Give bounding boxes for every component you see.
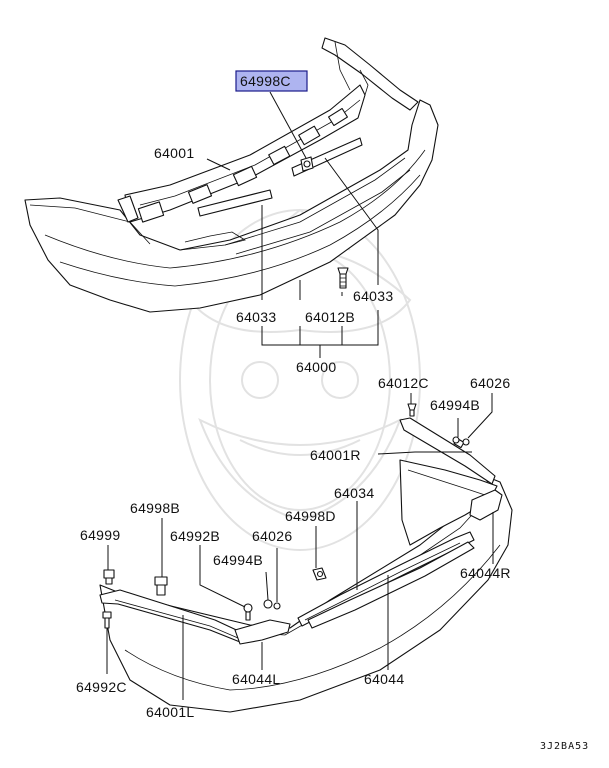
selected-part-highlight	[235, 70, 308, 92]
label-64998B[interactable]: 64998B	[130, 500, 180, 516]
label-64994B-mid[interactable]: 64994B	[213, 552, 263, 568]
label-64001L[interactable]: 64001L	[146, 704, 195, 720]
diagram-code: 3J2BA53	[540, 741, 589, 752]
label-64012B[interactable]: 64012B	[305, 309, 355, 325]
label-64033-right[interactable]: 64033	[353, 288, 393, 304]
label-64012C[interactable]: 64012C	[378, 375, 429, 391]
rear-leader-lines	[106, 393, 494, 700]
label-64001R[interactable]: 64001R	[310, 447, 361, 463]
label-64034[interactable]: 64034	[334, 485, 374, 501]
label-64044L[interactable]: 64044L	[232, 671, 281, 687]
front-bumper-assembly	[24, 37, 439, 313]
label-64000[interactable]: 64000	[296, 359, 336, 375]
rear-bumper-assembly	[99, 403, 513, 713]
label-64044[interactable]: 64044	[364, 671, 404, 687]
label-64998C[interactable]: 64998C	[240, 73, 291, 89]
label-64992B[interactable]: 64992B	[170, 528, 220, 544]
label-64033-left[interactable]: 64033	[236, 309, 276, 325]
label-64999[interactable]: 64999	[80, 527, 120, 543]
label-64994B-top[interactable]: 64994B	[430, 397, 480, 413]
label-64044R[interactable]: 64044R	[460, 565, 511, 581]
label-64001[interactable]: 64001	[154, 145, 194, 161]
label-64026-top[interactable]: 64026	[470, 375, 510, 391]
label-64992C[interactable]: 64992C	[76, 679, 127, 695]
front-leader-lines	[206, 91, 379, 358]
label-64026-mid[interactable]: 64026	[252, 528, 292, 544]
label-64998D[interactable]: 64998D	[285, 508, 336, 524]
